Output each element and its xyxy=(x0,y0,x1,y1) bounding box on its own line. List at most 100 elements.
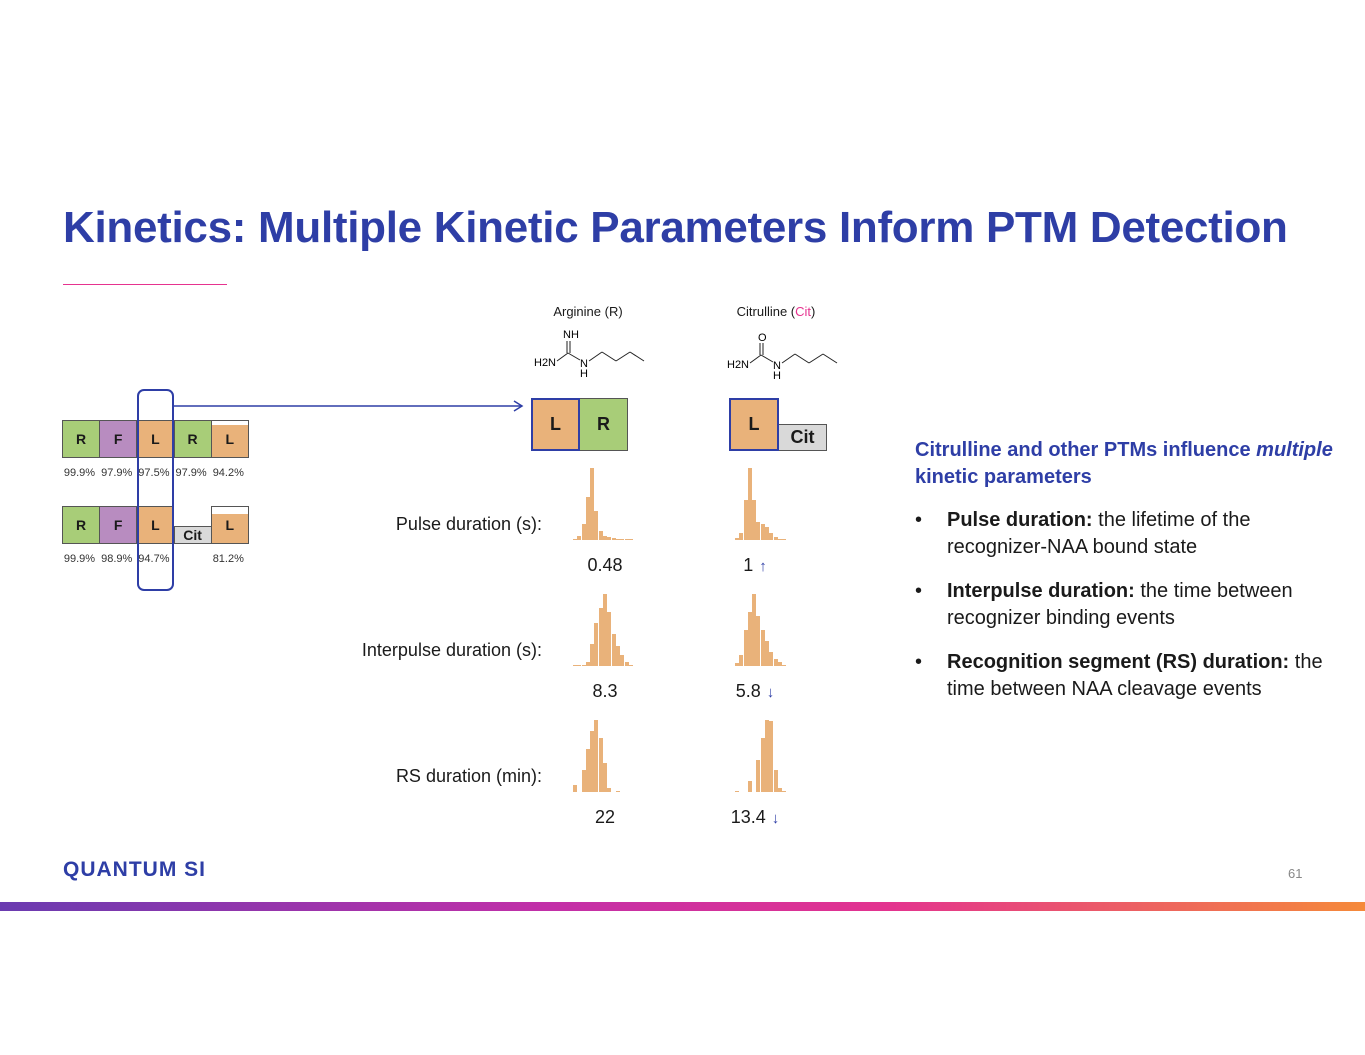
histogram-bar xyxy=(585,496,590,540)
parameter-label: RS duration (min): xyxy=(395,766,542,786)
histogram-bar xyxy=(743,500,748,540)
block-l: L xyxy=(210,506,249,544)
histogram-bar xyxy=(769,532,774,540)
block-r: R xyxy=(62,420,100,458)
histogram-bar xyxy=(607,788,612,792)
histogram-bar xyxy=(594,720,599,792)
arg-histogram xyxy=(573,720,620,792)
histogram-bar xyxy=(577,536,582,540)
histogram-bar xyxy=(765,720,770,792)
histogram-bar xyxy=(581,524,586,540)
histogram-bar xyxy=(752,500,757,540)
histogram-bar xyxy=(615,645,620,666)
parameter-label: Pulse duration (s): xyxy=(395,514,542,534)
value-text: 8.3 xyxy=(592,681,618,701)
block-cit: Cit xyxy=(778,424,827,451)
histogram-bar xyxy=(611,633,616,666)
block-l: L xyxy=(531,398,580,451)
histogram-bar xyxy=(773,537,778,540)
svg-text:N: N xyxy=(773,360,781,372)
block-r: R xyxy=(173,420,212,458)
svg-text:O: O xyxy=(758,332,767,344)
block-l: L xyxy=(136,506,175,544)
histogram-bar xyxy=(598,531,603,540)
histogram-bar xyxy=(573,784,577,792)
histogram-bar xyxy=(739,655,744,666)
arg-value: 22 xyxy=(555,807,655,828)
histogram-bar xyxy=(628,664,633,666)
histogram-bar xyxy=(735,663,739,666)
histogram-bar xyxy=(773,770,778,792)
histogram-bar xyxy=(598,738,603,792)
histogram-bar xyxy=(603,763,608,792)
histogram-bar xyxy=(624,661,629,666)
histogram-bar xyxy=(739,532,744,540)
accuracy-label: 98.9% xyxy=(101,553,133,565)
histogram-bar xyxy=(615,790,620,792)
block-f: F xyxy=(99,420,138,458)
histogram-bar xyxy=(765,527,770,540)
histogram-bar xyxy=(760,630,765,666)
block-cit: Cit xyxy=(173,526,212,544)
histogram-bar xyxy=(756,615,761,666)
histogram-bar xyxy=(777,538,782,540)
cit-value: 13.4↓ xyxy=(705,807,805,828)
block-f: F xyxy=(99,506,138,544)
histogram-bar xyxy=(573,538,577,540)
bullet-rs: Recognition segment (RS) duration: the t… xyxy=(915,649,1335,703)
panel-heading: Citrulline and other PTMs influence mult… xyxy=(915,439,1333,488)
histogram-bar xyxy=(607,612,612,666)
value-text: 5.8 xyxy=(735,681,761,701)
quantum-si-logo: QUANTUM SI xyxy=(63,858,206,881)
histogram-bar xyxy=(760,524,765,540)
histogram-bar xyxy=(782,664,787,666)
footer-gradient-bar xyxy=(0,902,1365,911)
histogram-bar xyxy=(577,665,582,666)
accuracy-label: 99.9% xyxy=(63,553,96,565)
arginine-label: Arginine (R) xyxy=(553,304,623,319)
histogram-bar xyxy=(765,640,770,666)
citrulline-structure: H2N O N H xyxy=(727,332,838,380)
parameter-label: Interpulse duration (s): xyxy=(361,640,542,660)
histogram-bar xyxy=(573,665,577,666)
histogram-bar xyxy=(590,468,595,540)
cit-value: 5.8 ↓ xyxy=(705,681,805,702)
histogram-bar xyxy=(735,790,739,792)
histogram-bar xyxy=(756,522,761,540)
cit-value: 1↑ xyxy=(705,555,805,576)
histogram-bar xyxy=(743,630,748,666)
histogram-bar xyxy=(624,539,629,540)
arrow-down-icon: ↓ xyxy=(771,810,780,827)
svg-text:N: N xyxy=(580,358,588,370)
histogram-bar xyxy=(585,748,590,792)
page-number: 61 xyxy=(1288,866,1303,881)
arg-value: 0.48 xyxy=(555,555,655,576)
arginine-structure: H2N NH N H xyxy=(534,329,645,380)
histogram-bar xyxy=(581,664,586,666)
histogram-bar xyxy=(773,658,778,666)
histogram-bar xyxy=(769,651,774,666)
accuracy-label: 97.9% xyxy=(175,467,207,479)
histogram-bar xyxy=(782,539,787,540)
histogram-bar xyxy=(777,662,782,666)
histogram-bar xyxy=(585,662,590,666)
bullet-interpulse: Interpulse duration: the time between re… xyxy=(915,578,1335,632)
highlight-box xyxy=(137,389,174,591)
accuracy-label: 94.2% xyxy=(212,467,244,479)
cit-histogram xyxy=(735,594,787,666)
histogram-bar xyxy=(777,788,782,792)
histogram-bar xyxy=(752,594,757,666)
arg-histogram xyxy=(573,594,633,666)
arrow-down-icon: ↓ xyxy=(766,684,775,701)
block-l: L xyxy=(729,398,779,451)
arg-histogram xyxy=(573,468,633,540)
explanation-panel: Citrulline and other PTMs influence mult… xyxy=(915,437,1335,720)
cit-histogram xyxy=(735,720,787,792)
accuracy-label: 81.2% xyxy=(212,553,244,565)
histogram-bar xyxy=(594,511,599,540)
histogram-bar xyxy=(603,535,608,540)
histogram-bar xyxy=(590,730,595,792)
histogram-bar xyxy=(590,644,595,666)
histogram-bar xyxy=(782,790,787,792)
value-text: 0.48 xyxy=(587,555,623,575)
